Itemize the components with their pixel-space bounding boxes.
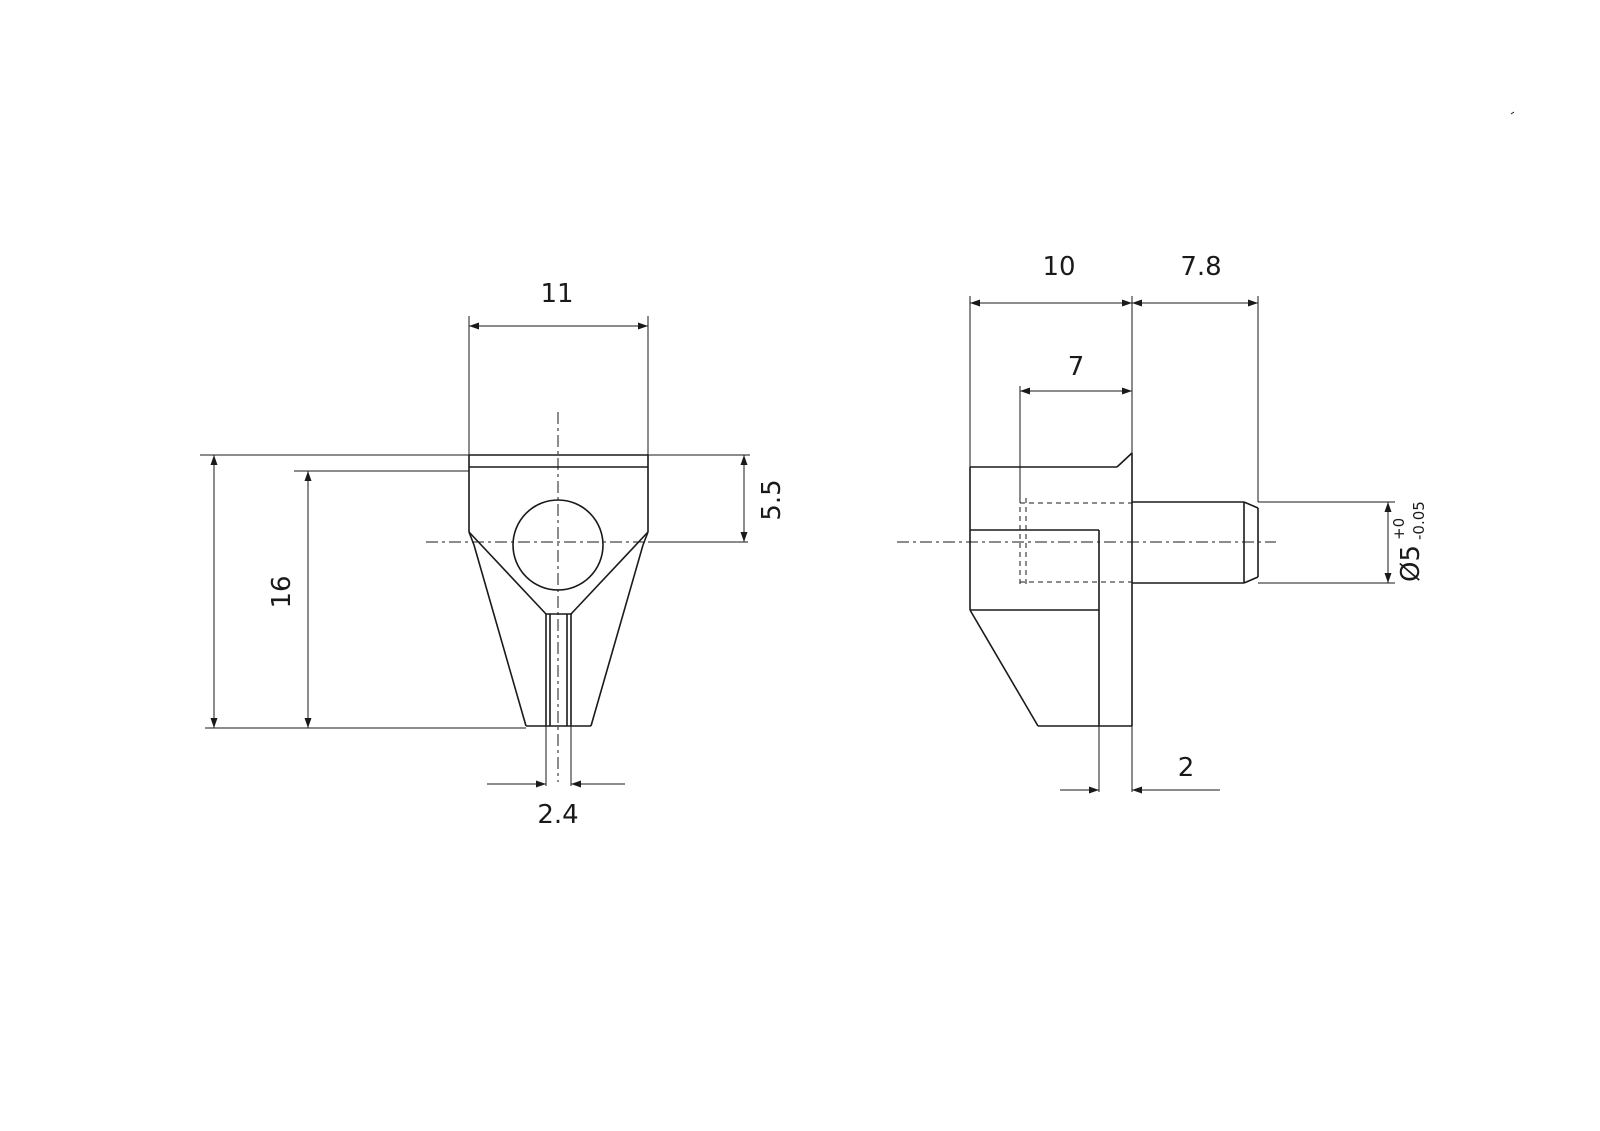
side-body-outline xyxy=(969,452,1133,727)
front-outline xyxy=(468,454,649,727)
front-hole xyxy=(512,499,604,591)
side-hidden-bore xyxy=(1019,498,1132,587)
dim-text-diameter: Ø5 xyxy=(1396,545,1426,582)
dim-text-7: 7 xyxy=(1068,352,1085,382)
dim-text-10: 10 xyxy=(1042,252,1075,282)
dim-text-16: 16 xyxy=(267,575,297,608)
dim-text-7-8: 7.8 xyxy=(1180,252,1221,282)
dim-text-11: 11 xyxy=(540,279,573,309)
side-view: 10 7.8 7 2 Ø5 +0 -0.05 xyxy=(897,252,1428,794)
dim-text-2: 2 xyxy=(1178,753,1195,783)
dim-text-5-5: 5.5 xyxy=(757,479,787,520)
tolerance-upper: +0 xyxy=(1390,518,1408,540)
corner-mark xyxy=(1510,111,1515,115)
tolerance-lower: -0.05 xyxy=(1410,501,1428,540)
side-pin xyxy=(1132,501,1259,584)
dim-text-2-4: 2.4 xyxy=(537,800,578,830)
front-view: 11 16 5.5 2.4 xyxy=(200,279,787,830)
